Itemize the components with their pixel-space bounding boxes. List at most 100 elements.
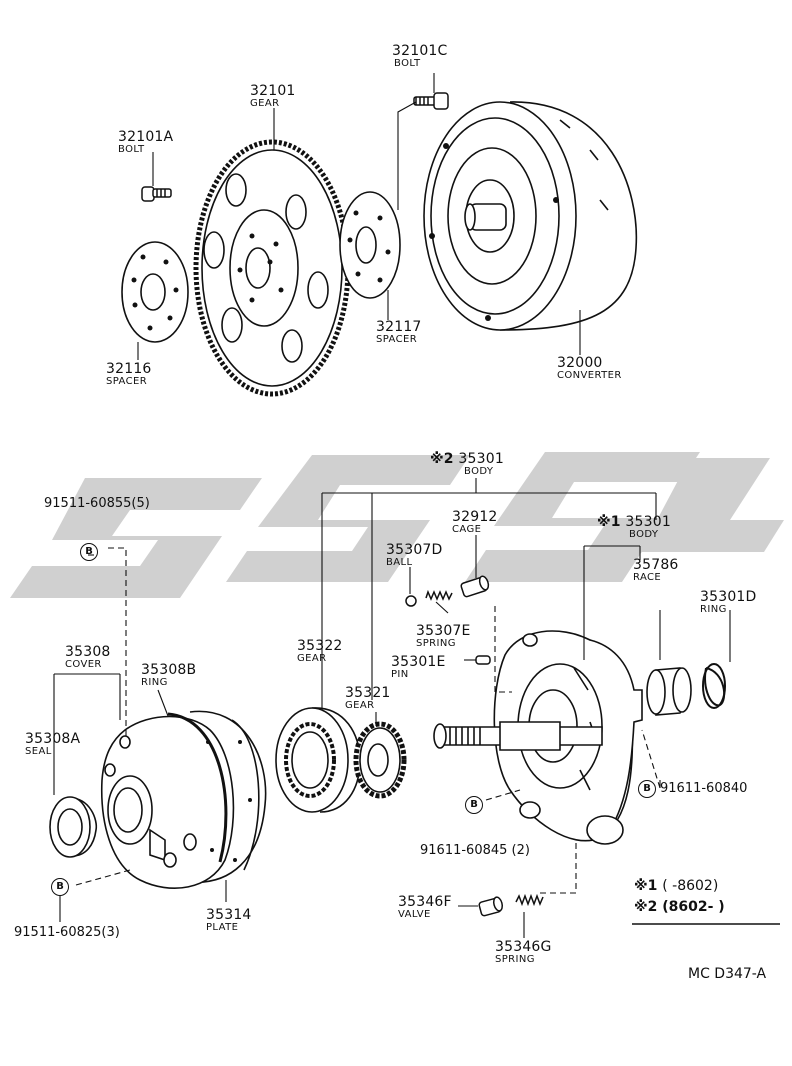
label-35301d: 35301D RING (700, 590, 757, 615)
part-name: VALVE (398, 909, 431, 920)
spring-35307e[interactable] (425, 589, 453, 601)
label-35301-type2: ※2 35301 BODY (430, 452, 504, 477)
part-name: SPRING (416, 638, 456, 649)
flywheel-gear-32101[interactable] (193, 139, 351, 397)
spring-35346g[interactable] (515, 893, 544, 907)
part-number: 35301 (458, 451, 504, 467)
label-32101: 32101 GEAR (250, 84, 296, 109)
torque-converter-32000[interactable] (423, 101, 638, 331)
part-number: 35301 (625, 514, 671, 530)
legend-mark: ※2 (634, 899, 658, 915)
bolt-32101c[interactable] (413, 92, 449, 110)
legend-row-1: ※1 ( -8602) (634, 879, 718, 893)
part-number: 35786 (633, 557, 679, 573)
bolt-marker-b-icon[interactable]: B (638, 780, 656, 798)
label-35346f: 35346F VALVE (398, 895, 452, 920)
valve-35346f[interactable] (478, 896, 504, 917)
part-name: BALL (386, 557, 413, 568)
part-name: CAGE (452, 524, 482, 535)
part-number: 35346G (495, 939, 552, 955)
part-name: BODY (464, 466, 494, 477)
bolt-code-91511-60825: 91511-60825(3) (14, 925, 120, 940)
spacer-32117[interactable] (339, 191, 401, 299)
part-number: 35321 (345, 685, 391, 701)
part-number: 32101C (392, 43, 448, 59)
part-name: GEAR (250, 98, 280, 109)
part-number: 35301E (391, 654, 446, 670)
dashed-guide-lines (75, 547, 661, 894)
bolt-32101a[interactable] (141, 186, 172, 202)
part-name: GEAR (297, 653, 327, 664)
part-number: 35346F (398, 894, 452, 910)
part-number: 35307E (416, 623, 471, 639)
pin-35301e[interactable] (475, 655, 491, 665)
part-name: PIN (391, 669, 409, 680)
part-name: BODY (629, 529, 659, 540)
bolt-marker-b-icon[interactable]: B (465, 796, 483, 814)
label-35786: 35786 RACE (633, 558, 679, 583)
label-35308: 35308 COVER (65, 645, 111, 670)
part-name: CONVERTER (557, 370, 622, 381)
label-35346g: 35346G SPRING (495, 940, 552, 965)
part-name: GEAR (345, 700, 375, 711)
gear-35322[interactable] (275, 707, 361, 813)
legend-range: ( -8602) (662, 878, 719, 894)
gear-35321[interactable] (353, 721, 407, 799)
part-name: SPACER (106, 376, 148, 387)
part-name: RACE (633, 572, 662, 583)
spacer-32116[interactable] (121, 241, 189, 343)
part-number: 35308B (141, 662, 197, 678)
ring-35301d[interactable] (702, 663, 726, 709)
pump-shaft[interactable] (433, 721, 603, 751)
ball-35307d[interactable] (405, 595, 417, 607)
diagram-code: MC D347-A (688, 966, 767, 982)
label-32101a: 32101A BOLT (118, 130, 173, 155)
part-name: SPACER (376, 334, 418, 345)
part-name: COVER (65, 659, 102, 670)
part-number: 32117 (376, 319, 422, 335)
part-name: RING (141, 677, 168, 688)
part-number: 32000 (557, 355, 603, 371)
part-number: 35314 (206, 907, 252, 923)
part-name: RING (700, 604, 727, 615)
part-name: BOLT (394, 58, 421, 69)
part-number: 35322 (297, 638, 343, 654)
part-number: 35308A (25, 731, 81, 747)
part-name: SEAL (25, 746, 52, 757)
cage-32912[interactable] (460, 575, 490, 598)
label-35322: 35322 GEAR (297, 639, 343, 664)
part-number: 32116 (106, 361, 152, 377)
seal-35308a[interactable] (49, 796, 98, 858)
bolt-code-91511-60855: 91511-60855(5) (44, 496, 150, 511)
label-35314: 35314 PLATE (206, 908, 252, 933)
watermark-logo (10, 452, 784, 598)
label-35308a: 35308A SEAL (25, 732, 80, 757)
bolt-code-91611-60845: 91611-60845 (2) (420, 843, 530, 858)
part-number: 32101 (250, 83, 296, 99)
pump-cover-35308[interactable] (100, 710, 267, 889)
plate-35314[interactable] (231, 719, 260, 871)
ring-35308b[interactable] (167, 712, 228, 863)
legend-row-2: ※2 (8602- ) (634, 900, 725, 914)
label-35321: 35321 GEAR (345, 686, 391, 711)
legend-range: (8602- ) (662, 899, 725, 915)
label-32116: 32116 SPACER (106, 362, 152, 387)
part-number: 32101A (118, 129, 174, 145)
label-35301e: 35301E PIN (391, 655, 446, 680)
part-number: 32912 (452, 509, 498, 525)
label-32117: 32117 SPACER (376, 320, 422, 345)
bolt-marker-b-icon[interactable]: B (80, 543, 98, 561)
label-35308b: 35308B RING (141, 663, 196, 688)
part-number: 35301D (700, 589, 757, 605)
variant-mark: ※1 (597, 514, 621, 530)
bolt-marker-b-icon[interactable]: B (51, 878, 69, 896)
bolt-code-91611-60840: 91611-60840 (660, 781, 748, 796)
label-32101c: 32101C BOLT (392, 44, 448, 69)
part-number: 35308 (65, 644, 111, 660)
part-number: 35307D (386, 542, 443, 558)
label-35307e: 35307E SPRING (416, 624, 471, 649)
label-32912: 32912 CAGE (452, 510, 498, 535)
race-35786[interactable] (646, 667, 692, 716)
